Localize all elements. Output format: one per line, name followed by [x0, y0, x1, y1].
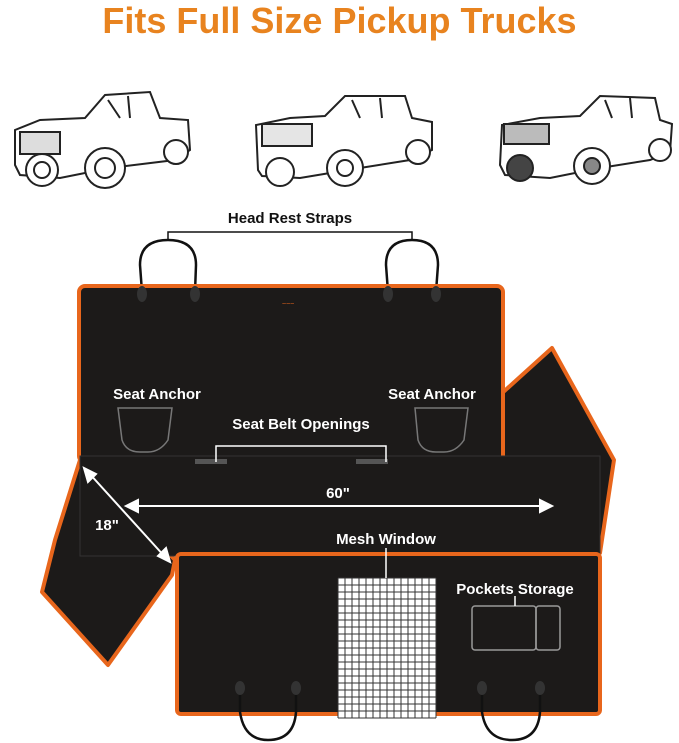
brand-logo: ~~~	[282, 301, 294, 308]
bottom-strap-anchors	[235, 681, 545, 695]
pockets-storage-label: Pockets Storage	[456, 581, 574, 598]
width-arrow	[123, 498, 555, 514]
truck-illustration-3	[498, 94, 674, 185]
depth-arrow	[82, 466, 172, 564]
depth-label: 18"	[95, 517, 119, 534]
back-panel	[77, 284, 505, 464]
storage-pockets	[471, 605, 561, 651]
seat-belt-opening-slots	[195, 459, 388, 464]
head-rest-straps-label: Head Rest Straps	[228, 210, 352, 227]
mesh-window-label: Mesh Window	[336, 531, 436, 548]
seat-anchor-left-shape	[117, 407, 173, 453]
seat-anchor-right-shape	[414, 407, 469, 453]
seat-belt-openings-pointer	[215, 445, 387, 462]
truck-illustration-1	[14, 90, 192, 189]
head-rest-straps-pointer	[167, 231, 413, 240]
width-label: 60"	[326, 485, 350, 502]
seat-belt-openings-label: Seat Belt Openings	[232, 416, 370, 433]
seat-anchor-left-label: Seat Anchor	[113, 386, 201, 403]
mesh-window	[337, 577, 437, 719]
page-title: Fits Full Size Pickup Trucks	[102, 0, 577, 41]
bottom-straps	[238, 690, 542, 742]
seat-anchor-right-label: Seat Anchor	[388, 386, 476, 403]
truck-illustration-2	[254, 95, 433, 187]
strap-anchors	[137, 286, 441, 302]
